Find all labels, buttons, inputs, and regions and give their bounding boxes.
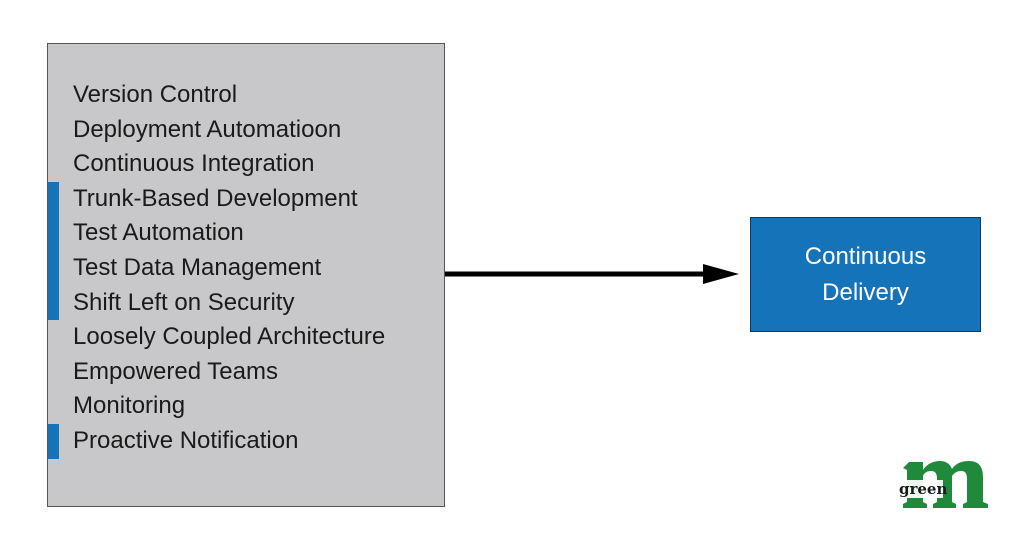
practice-label: Deployment Automatioon <box>73 115 342 143</box>
practice-label: Trunk-Based Development <box>73 184 358 212</box>
arrow-head-icon <box>703 264 739 284</box>
flow-arrow <box>445 264 739 284</box>
practice-marker <box>48 181 59 217</box>
practice-label: Test Data Management <box>73 253 322 281</box>
practice-label: Loosely Coupled Architecture <box>73 323 386 351</box>
practice-marker <box>48 216 59 251</box>
practice-label: Shift Left on Security <box>73 288 295 316</box>
practice-label: Monitoring <box>73 392 186 420</box>
logo-text-backdrop <box>897 480 943 498</box>
practice-item: Test Automation <box>48 216 444 251</box>
practice-item: Empowered Teams <box>48 355 444 390</box>
practices-box: Version Control Deployment Automatioon C… <box>47 43 445 507</box>
outcome-label: Continuous Delivery <box>804 242 927 306</box>
greenm-logo: green <box>897 461 988 508</box>
practice-item: Version Control <box>48 78 444 113</box>
practice-marker <box>48 423 59 459</box>
logo-m-icon <box>903 461 988 508</box>
practice-item: Shift Left on Security <box>48 285 444 321</box>
practice-label: Continuous Integration <box>73 150 315 178</box>
practice-item: Monitoring <box>48 389 444 424</box>
practice-marker <box>48 250 59 286</box>
practice-item: Trunk-Based Development <box>48 181 444 217</box>
outcome-box: Continuous Delivery <box>750 217 981 332</box>
practice-label: Empowered Teams <box>73 357 278 385</box>
logo-text: green <box>899 480 947 498</box>
practice-item: Continuous Integration <box>48 147 444 182</box>
practice-item: Deployment Automatioon <box>48 113 444 148</box>
practice-label: Proactive Notification <box>73 426 299 454</box>
practice-item: Loosely Coupled Architecture <box>48 320 444 355</box>
practice-label: Test Automation <box>73 219 244 247</box>
practice-label: Version Control <box>73 81 238 108</box>
practice-item: Proactive Notification <box>48 423 444 459</box>
practice-item: Test Data Management <box>48 250 444 286</box>
practice-marker <box>48 285 59 321</box>
practice-list: Version Control Deployment Automatioon C… <box>48 78 444 459</box>
